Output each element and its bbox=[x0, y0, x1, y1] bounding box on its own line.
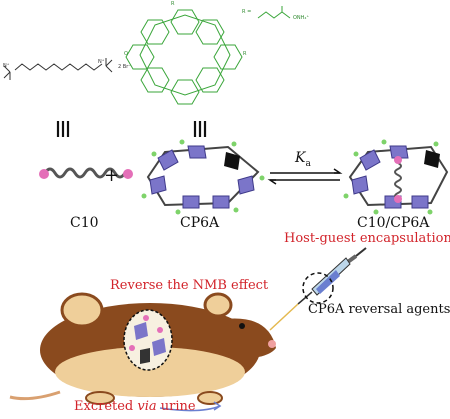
excreted-via: via bbox=[137, 399, 157, 414]
equivalence-marks bbox=[56, 121, 207, 137]
encapsulation-label: Host-guest encapsulation bbox=[284, 231, 450, 246]
c10-guest-cartoon bbox=[39, 167, 133, 179]
left-ammonium-label: N⁺ bbox=[3, 63, 10, 69]
syringe-icon bbox=[269, 247, 367, 331]
cp6a-structure bbox=[125, 9, 243, 105]
complex-cartoon bbox=[343, 139, 449, 215]
excreted-prefix: Excreted bbox=[74, 399, 138, 414]
ka-subscript: a bbox=[305, 158, 311, 169]
o-label-left: O bbox=[124, 51, 128, 57]
r-label-right: R bbox=[243, 51, 247, 57]
right-ammonium-label: N⁺ bbox=[98, 59, 105, 65]
r-group-definition bbox=[257, 6, 291, 19]
r-label-top: R bbox=[171, 1, 175, 7]
excreted-suffix: urine bbox=[156, 399, 196, 414]
cp6a-label: CP6A bbox=[180, 215, 220, 231]
excreted-label: Excreted via urine bbox=[74, 399, 196, 414]
r-group-prefix: R = bbox=[242, 9, 252, 15]
complex-label: C10/CP6A bbox=[357, 215, 430, 231]
ka-symbol: K bbox=[295, 150, 306, 166]
mouse-illustration bbox=[9, 292, 276, 412]
reversal-agents-label: CP6A reversal agents bbox=[308, 302, 450, 317]
equilibrium-arrows bbox=[267, 168, 343, 185]
r-group-ammonium: ONH₄⁺ bbox=[293, 15, 310, 21]
dibromide-label: 2 Br⁻ bbox=[118, 64, 131, 70]
c10-structure bbox=[3, 58, 113, 80]
cp6a-host-cartoon bbox=[141, 139, 265, 215]
reverse-nmb-label: Reverse the NMB effect bbox=[110, 278, 269, 293]
c10-label: C10 bbox=[70, 215, 99, 231]
ka-label: Ka bbox=[295, 150, 311, 169]
plus-sign: + bbox=[104, 165, 120, 186]
